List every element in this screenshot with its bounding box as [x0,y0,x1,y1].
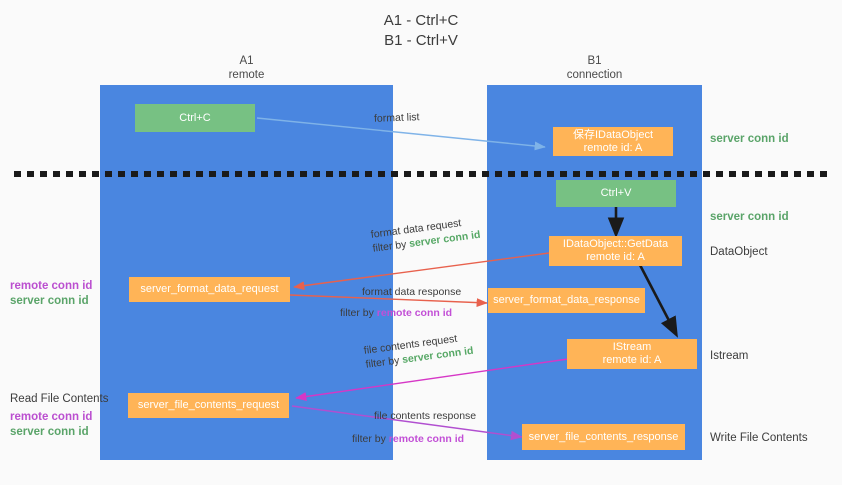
label-write-file-contents: Write File Contents [710,432,808,444]
node-save-idataobject-line1: 保存IDataObject [572,128,654,141]
edge-label-file-contents-response: file contents response filter by remote … [352,409,477,446]
node-ctrl-c: Ctrl+C [135,104,255,132]
node-ctrl-c-label: Ctrl+C [179,111,211,124]
node-server-file-contents-request-label: server_file_contents_request [137,399,280,411]
column-header-b1: B1 connection [487,54,702,82]
edge-label-format-data-response-filter: filter by remote conn id [340,306,461,320]
column-header-a1: A1 remote [100,54,393,82]
left-server-conn-id-2: server conn id [10,426,89,438]
label-server-conn-id-top: server conn id [710,133,789,145]
column-b1-name: B1 [587,55,602,67]
node-istream: IStream remote id: A [567,339,697,369]
label-istream: Istream [710,350,749,362]
edge-label-format-data-response: format data response filter by remote co… [340,285,462,320]
node-getdata-line2: remote id: A [586,251,645,263]
page-title: A1 - Ctrl+C B1 - Ctrl+V [0,11,842,51]
node-server-file-contents-response-label: server_file_contents_response [528,430,679,443]
node-server-format-data-request: server_format_data_request [129,277,290,302]
filter-prefix-2: filter by [340,307,377,319]
left-conn-ids-file: remote conn id server conn id [10,410,92,440]
node-server-format-data-response: server_format_data_response [488,288,645,313]
filter-prefix-4: filter by [352,433,389,445]
node-ctrl-v: Ctrl+V [556,180,676,207]
title-line-1: A1 - Ctrl+C [383,12,459,29]
node-istream-line2: remote id: A [602,354,662,366]
edge-label-file-contents-response-filter: filter by remote conn id [352,432,476,446]
filter-key-4: remote conn id [388,433,465,445]
edge-label-format-data-response-text: format data response [362,286,462,298]
filter-key-2: remote conn id [376,307,453,319]
node-ctrl-v-label: Ctrl+V [600,187,632,199]
title-line-2: B1 - Ctrl+V [384,32,458,49]
node-istream-line1: IStream [612,341,652,353]
left-remote-conn-id-1: remote conn id [10,280,93,292]
node-getdata-line1: IDataObject::GetData [562,238,669,250]
filter-prefix-3: filter by [364,354,403,371]
node-server-format-data-response-label: server_format_data_response [493,294,640,306]
node-save-idataobject: 保存IDataObject remote id: A [553,127,673,156]
node-server-file-contents-response: server_file_contents_response [522,424,685,450]
node-getdata: IDataObject::GetData remote id: A [549,236,682,266]
left-remote-conn-id-2: remote conn id [10,411,93,423]
node-save-idataobject-line2: remote id: A [583,141,643,154]
label-read-file-contents: Read File Contents [10,393,109,405]
edge-label-format-list: format list [374,110,420,126]
node-server-file-contents-request: server_file_contents_request [128,393,289,418]
node-server-format-data-request-label: server_format_data_request [140,283,279,295]
edge-label-file-contents-response-text: file contents response [374,410,477,422]
filter-prefix-1: filter by [371,238,410,255]
column-a1-sub: remote [228,69,265,81]
left-conn-ids-format: remote conn id server conn id [10,279,92,309]
left-server-conn-id-1: server conn id [10,295,89,307]
label-dataobject: DataObject [710,246,768,258]
dashed-divider-line [14,171,830,177]
label-server-conn-id-second: server conn id [710,211,789,223]
column-a1-name: A1 [239,55,254,67]
edge-label-format-list-text: format list [373,111,420,125]
column-b1-sub: connection [566,69,623,81]
